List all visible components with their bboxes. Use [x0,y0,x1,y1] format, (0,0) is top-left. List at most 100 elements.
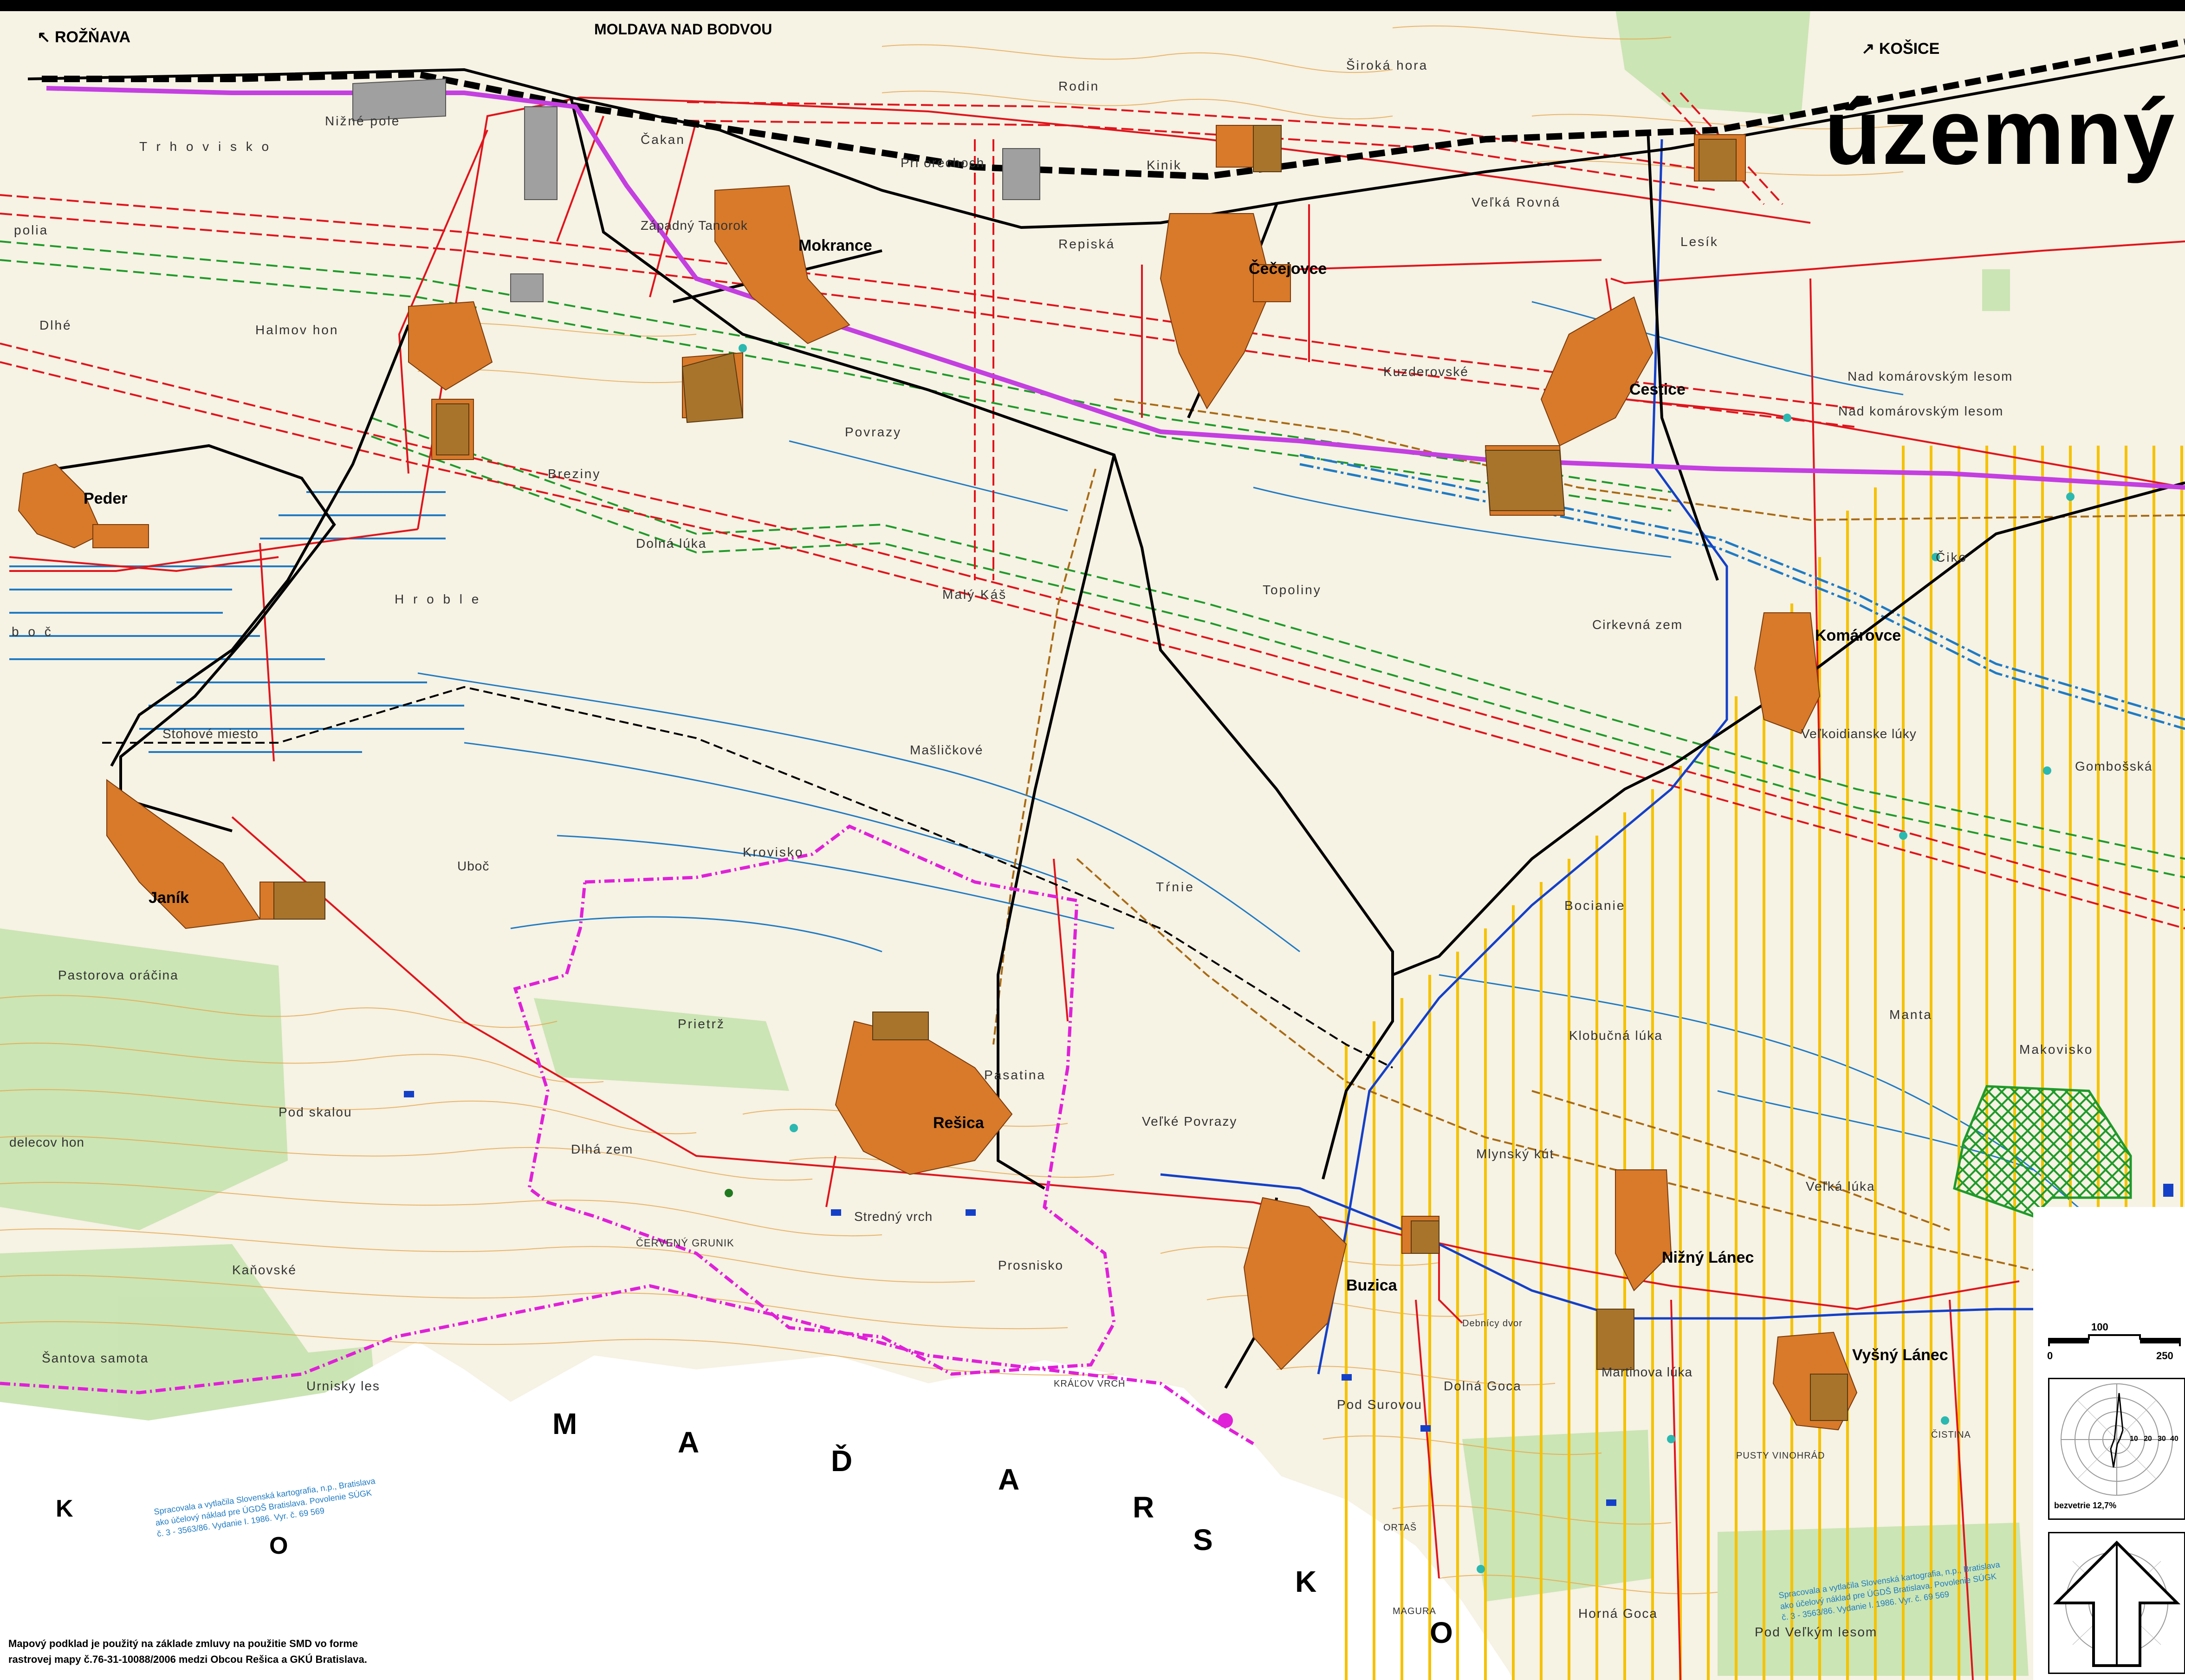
locality-dolna-goca: Dolná Goca [1444,1379,1522,1393]
locality-topoliny: Topoliny [1263,583,1322,597]
locality-breziny: Breziny [548,467,601,481]
note-line-2: rastrovej mapy č.76-31-10088/2006 medzi … [8,1654,367,1665]
locality-velka-rovna: Veľká Rovná [1472,195,1561,209]
country-letter-4: A [998,1463,1020,1496]
north-arrow-box [2048,1532,2185,1674]
village-janik: Janík [149,889,189,907]
arrow-west-icon: ↖ [37,28,55,46]
top-frame-bar [0,0,2185,11]
locality-nizne-pole: Nižné pole [325,114,401,128]
locality-kralov-vrch: KRÁĽOV VRCH [1054,1379,1126,1389]
rose-ring-30: 30 [2158,1435,2166,1443]
locality-pri-orechoch: Pri orechoch [901,156,985,170]
village-resica: Rešica [933,1114,984,1132]
wind-rose-icon [2061,1383,2173,1496]
locality-trhovisko: T r h o v i s k o [139,139,272,154]
rose-ring-40: 40 [2170,1435,2179,1443]
locality-dolna-luka: Dolná lúka [636,536,707,551]
locality-repiska: Repiská [1058,237,1115,251]
state-border [0,1284,1254,1446]
blue-dashdot-lines [1299,454,2185,730]
country-letter-1: M [552,1407,577,1440]
locality-gombosska: Gombošská [2075,759,2153,773]
locality-stohove-miesto: Stohové miesto [162,726,259,741]
locality-boc: b o č [12,624,54,639]
locality-hroble: H r o b l e [395,592,482,606]
country-letter-5: R [1133,1491,1154,1524]
rose-ring-20: 20 [2144,1435,2152,1443]
locality-ortas: ORTAŠ [1383,1523,1417,1533]
locality-maly-kas: Malý Káš [942,587,1007,602]
locality-prosnisko: Prosnisko [998,1258,1063,1272]
locality-velke-povrazy: Veľké Povrazy [1142,1114,1238,1129]
locality-nad-komarovskym-1: Nad komárovským lesom [1848,369,2013,383]
village-peder: Peder [84,490,128,507]
locality-cakan: Čakan [641,132,685,147]
locality-dlha-zem: Dlhá zem [571,1142,634,1156]
scale-label-250: 250 [2156,1350,2173,1362]
village-vysny-lanec: Vyšný Lánec [1852,1346,1948,1364]
locality-halmov-hon: Halmov hon [255,323,339,337]
locality-cirkevna-zem: Cirkevná zem [1592,617,1683,632]
locality-kinik: Kinik [1147,158,1182,172]
locality-delecov-hon: delecov hon [9,1135,85,1149]
locality-rodin: Rodin [1058,79,1100,93]
locality-pod-velkym-lesom: Pod Veľkým lesom [1755,1625,1878,1639]
locality-martinova-luka: Martinova lúka [1601,1365,1693,1379]
farm-areas [273,125,1848,1421]
country-letter-6: S [1193,1523,1213,1557]
scale-label-100: 100 [2091,1321,2108,1333]
locality-masickove: Mašličkové [910,743,984,757]
map-title: územný p [1824,80,2185,184]
point-features [404,344,2173,1573]
settlements [18,125,1858,1431]
arrow-east-icon: ↗ [1861,40,1879,58]
locality-urnisky-les: Urnisky les [306,1379,380,1393]
hungary-area [0,1342,1513,1680]
locality-pastorova: Pastorova oráčina [58,968,179,982]
scale-bar-graphic [2048,1334,2181,1346]
locality-nad-komarovskym-2: Nad komárovským lesom [1838,404,2004,418]
locality-trnie: Tŕnie [1156,880,1195,894]
locality-ciko: Čiko [1936,550,1968,564]
village-cestice: Cestice [1629,381,1686,398]
country-letter-7: K [1295,1565,1317,1598]
water-courses [417,301,2136,1254]
locality-pastatina: Pasatina [984,1068,1046,1082]
locality-siroka-hora: Široká hora [1346,58,1428,72]
locality-debnici-dvor: Debnícy dvor [1462,1318,1523,1329]
village-mokrance: Mokrance [798,237,872,254]
power-lines [9,96,2185,1680]
locality-velka-luka: Veľká lúka [1806,1179,1875,1194]
locality-kuzderovske: Kuzderovské [1383,364,1469,379]
municipal-boundary [513,824,1116,1376]
railway [42,39,2185,1069]
direction-west: ↖ ROŽŇAVA [37,28,130,46]
locality-pod-skalou: Pod skalou [279,1105,352,1119]
village-buzica: Buzica [1346,1277,1397,1294]
locality-manta: Manta [1889,1007,1932,1022]
rose-caption: bezvetrie 12,7% [2054,1501,2117,1510]
wind-rose: 10 20 30 40 bezvetrie 12,7% [2048,1378,2185,1520]
locality-kanovske: Kaňovské [232,1263,297,1277]
locality-lesik: Lesík [1680,234,1718,249]
locality-dlhe: Dlhé [39,318,72,332]
country-letter-left-2: O [269,1532,288,1559]
nature-reserve [1953,1085,2132,1218]
locality-velkoidianske: Veľkoidianske lúky [1801,726,1917,741]
oil-pipeline [46,86,2185,490]
note-line-1: Mapový podklad je použitý na základe zml… [8,1638,358,1649]
drainage-lines [9,491,464,753]
locality-stredny-vrch: Stredný vrch [854,1209,933,1224]
locality-bocianie: Bocianie [1564,898,1626,913]
map-base-note: Mapový podklad je použitý na základe zml… [8,1636,367,1667]
country-letter-2: A [678,1426,700,1459]
locality-cerveny-grunik: ČERVENÝ GRUNIK [636,1237,734,1249]
rose-ring-10: 10 [2130,1435,2138,1443]
scale-bar: 0 100 250 [2047,1321,2182,1365]
contour-lines [0,25,1904,1595]
locality-klobucna: Klobučná lúka [1569,1028,1663,1043]
village-komarovce: Komárovce [1815,627,1901,644]
locality-santova-samota: Šantova samota [42,1351,149,1365]
